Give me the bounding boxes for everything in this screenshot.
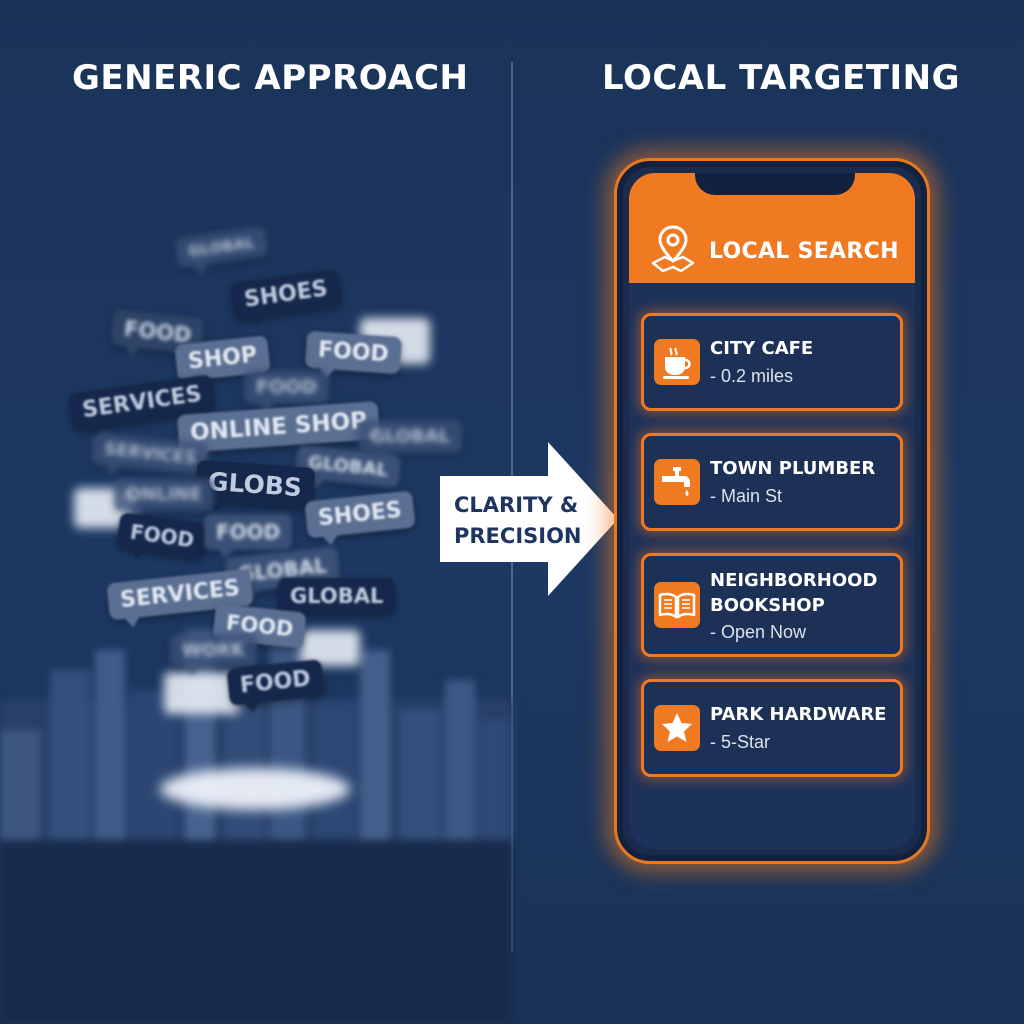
faucet-icon <box>654 459 700 505</box>
result-card-city-cafe[interactable]: CITY CAFE - 0.2 miles <box>641 313 903 411</box>
result-name: TOWN PLUMBER <box>710 458 876 479</box>
result-name: NEIGHBORHOOD BOOKSHOP <box>710 568 877 618</box>
result-name-line2: BOOKSHOP <box>710 595 825 616</box>
keyword-tag: FOOD <box>204 514 293 559</box>
keyword-tag: FOOD <box>115 512 209 560</box>
result-detail: - 5-Star <box>710 732 771 752</box>
arrow-label-line2: PRECISION <box>454 524 582 548</box>
phone-screen: LOCAL SEARCH CITY CAFE - 0.2 miles <box>629 173 915 849</box>
arrow-label-line1: CLARITY & <box>454 493 579 517</box>
keyword-tag: SHOES <box>304 490 416 539</box>
keyword-tag: SHOES <box>229 268 342 321</box>
result-detail: - Main St <box>710 486 783 506</box>
map-pin-icon <box>651 223 695 277</box>
keyword-tag: ONLINE <box>114 478 214 520</box>
app-header: LOCAL SEARCH <box>629 173 915 283</box>
open-book-icon <box>654 582 700 628</box>
result-detail: - 0.2 miles <box>710 366 794 386</box>
result-detail: - Open Now <box>710 622 807 642</box>
result-name: PARK HARDWARE <box>710 704 887 725</box>
keyword-tag: GLOBAL <box>278 578 396 623</box>
city-skyline <box>0 610 512 1024</box>
result-name-line1: NEIGHBORHOOD <box>710 570 878 591</box>
smartphone: LOCAL SEARCH CITY CAFE - 0.2 miles <box>614 158 930 864</box>
coffee-cup-icon <box>654 339 700 385</box>
spotlight <box>160 768 350 810</box>
result-card-town-plumber[interactable]: TOWN PLUMBER - Main St <box>641 433 903 531</box>
keyword-tag: FOOD <box>304 330 402 375</box>
result-card-park-hardware[interactable]: PARK HARDWARE - 5-Star <box>641 679 903 777</box>
result-name: CITY CAFE <box>710 338 814 359</box>
app-title: LOCAL SEARCH <box>709 239 899 264</box>
phone-notch <box>695 173 855 195</box>
transition-arrow: CLARITY & PRECISION <box>440 442 620 596</box>
star-icon <box>654 705 700 751</box>
local-targeting-heading: LOCAL TARGETING <box>602 58 961 98</box>
keyword-tag: FOOD <box>244 370 330 413</box>
generic-approach-heading: GENERIC APPROACH <box>72 58 469 98</box>
result-card-neighborhood-bookshop[interactable]: NEIGHBORHOOD BOOKSHOP - Open Now <box>641 553 903 657</box>
keyword-tag: GLOBAL <box>174 225 269 269</box>
keyword-tag: WORK <box>170 634 257 676</box>
